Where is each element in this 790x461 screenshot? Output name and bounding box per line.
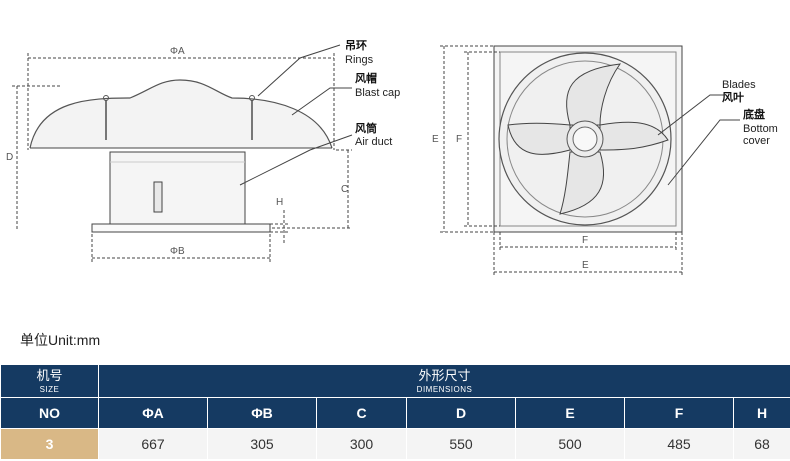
table-row: 3 667 305 300 550 500 485 68 [0, 428, 790, 460]
table-cell: 300 [316, 428, 407, 460]
unit-label: 单位Unit:mm [20, 332, 101, 348]
air-duct-label-cn: 风筒 [355, 121, 377, 135]
dimensions-header-en: DIMENSIONS [416, 384, 473, 394]
bottom-cover-label-en-2: cover [743, 135, 770, 147]
column-header: C [316, 397, 407, 429]
dim-f-side-label: F [456, 134, 462, 145]
size-header-en: SIZE [39, 384, 60, 394]
blades-label-en: Blades [722, 79, 756, 91]
side-view [12, 44, 353, 262]
table-cell: 3 [0, 428, 99, 460]
rings-label-cn: 吊环 [345, 39, 367, 52]
fan-blade [599, 121, 669, 151]
fan-blade [559, 151, 605, 215]
specification-table: 机号 SIZE 外形尺寸 DIMENSIONS NO ΦA ΦB C D E F… [0, 364, 790, 460]
dimensions-header-cn: 外形尺寸 [418, 367, 471, 383]
size-header-cell: 机号 SIZE [0, 364, 99, 398]
dim-phi-b-label: ΦB [170, 246, 185, 257]
column-header: D [406, 397, 516, 429]
dim-e-bottom-label: E [582, 260, 589, 271]
bottom-cover-label-cn: 底盘 [743, 107, 765, 121]
fan-technical-drawing: ΦA ΦB C D H 吊环 Rings 风帽 Blast cap 风筒 Air… [6, 39, 778, 277]
dim-phi-a-label: ΦA [170, 46, 185, 57]
blast-cap-label-en: Blast cap [355, 87, 400, 99]
column-header: ΦA [98, 397, 208, 429]
column-header: H [732, 397, 790, 429]
dim-f-bottom-label: F [582, 235, 588, 246]
column-header: NO [0, 397, 99, 429]
blast-cap-shape [29, 79, 333, 149]
size-header-cn: 机号 [36, 367, 63, 383]
table-cell: 500 [515, 428, 625, 460]
air-duct-shape [109, 151, 246, 225]
table-cell: 485 [624, 428, 734, 460]
column-header: E [515, 397, 625, 429]
air-duct-label-en: Air duct [355, 136, 392, 148]
fan-blade [566, 63, 622, 126]
fan-blade [507, 122, 571, 155]
dim-e-side-label: E [432, 134, 439, 145]
table-cell: 667 [98, 428, 208, 460]
table-cell: 550 [406, 428, 516, 460]
dimensions-header-cell: 外形尺寸 DIMENSIONS [97, 364, 790, 398]
dim-h-label: H [276, 197, 283, 208]
table-cell: 305 [207, 428, 317, 460]
column-header: ΦB [207, 397, 317, 429]
blades-label-cn: 风叶 [722, 90, 744, 104]
blast-cap-label-cn: 风帽 [355, 71, 377, 85]
dim-c-label: C [341, 184, 348, 195]
rings-label-en: Rings [345, 54, 374, 66]
column-header: F [624, 397, 734, 429]
bottom-cover-label-en-1: Bottom [743, 123, 778, 135]
table-cell: 68 [732, 428, 790, 460]
table-header-row-1: 机号 SIZE 外形尺寸 DIMENSIONS [0, 364, 790, 398]
dim-d-label: D [6, 152, 13, 163]
table-header-row-2: NO ΦA ΦB C D E F H [0, 397, 790, 429]
front-view [440, 45, 740, 277]
